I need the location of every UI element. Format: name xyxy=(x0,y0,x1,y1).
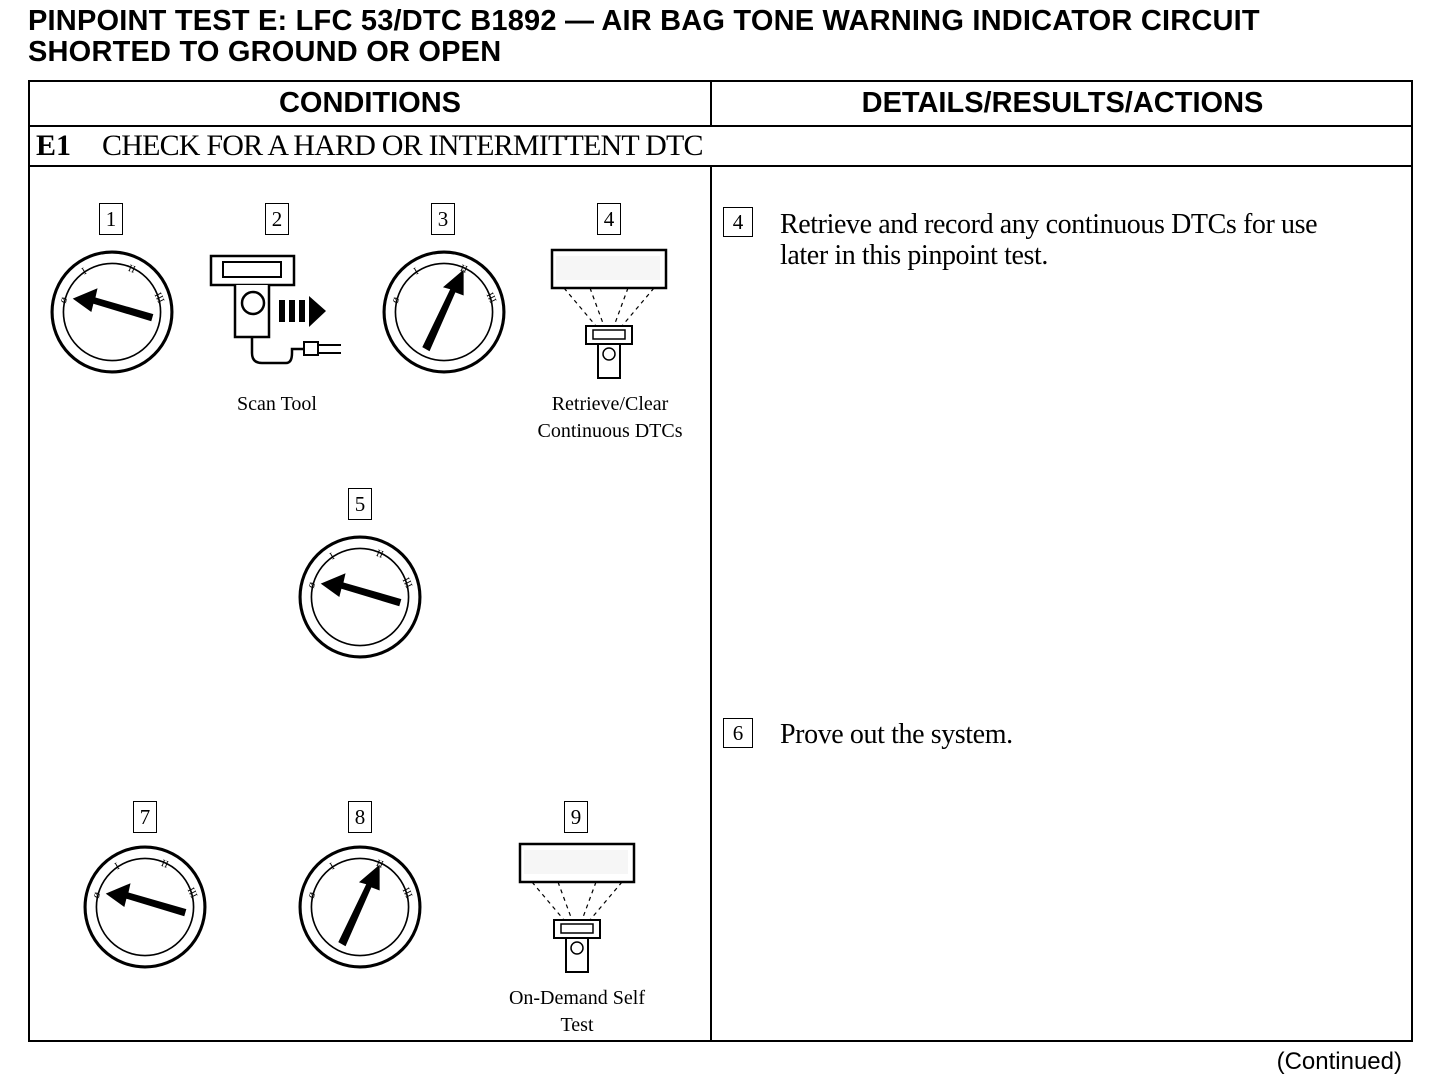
action-4-line-2: later in this pinpoint test. xyxy=(780,240,1048,271)
caption-retrieve-clear: Retrieve/Clear Continuous DTCs xyxy=(520,391,700,445)
step-number-3: 3 xyxy=(431,203,455,235)
step-title: CHECK FOR A HARD OR INTERMITTENT DTC xyxy=(102,129,703,162)
ignition-switch-run-icon xyxy=(382,250,506,374)
action-number-4: 4 xyxy=(723,207,753,237)
action-4-line-1: Retrieve and record any continuous DTCs … xyxy=(780,209,1318,240)
ignition-switch-off-icon xyxy=(50,250,174,374)
header-rule xyxy=(30,125,1411,127)
page-title: PINPOINT TEST E: LFC 53/DTC B1892 — AIR … xyxy=(28,6,1260,68)
caption-on-demand: On-Demand Self Test xyxy=(487,985,667,1039)
pinpoint-table: CONDITIONS DETAILS/RESULTS/ACTIONS E1 CH… xyxy=(28,80,1413,1042)
step-number-2: 2 xyxy=(265,203,289,235)
step-id: E1 xyxy=(36,129,72,162)
ignition-switch-run-icon xyxy=(298,845,422,969)
details-header: DETAILS/RESULTS/ACTIONS xyxy=(861,87,1264,119)
title-line-2: SHORTED TO GROUND OR OPEN xyxy=(28,36,502,68)
caption-ondemand-line-2: Test xyxy=(560,1014,594,1036)
scan-tool-connect-icon xyxy=(209,254,341,365)
action-number-6: 6 xyxy=(723,718,753,748)
step-number-8: 8 xyxy=(348,801,372,833)
caption-retrieve-line-2: Continuous DTCs xyxy=(537,420,683,442)
action-6-text: Prove out the system. xyxy=(780,719,1013,750)
action-6-line-1: Prove out the system. xyxy=(780,719,1013,750)
caption-scan-tool: Scan Tool xyxy=(237,393,317,415)
step-number-4: 4 xyxy=(597,203,621,235)
step-rule xyxy=(30,165,1411,167)
ignition-switch-off-icon xyxy=(83,845,207,969)
caption-ondemand-line-1: On-Demand Self xyxy=(508,987,646,1009)
step-number-9: 9 xyxy=(564,801,588,833)
ignition-switch-off-icon xyxy=(298,535,422,659)
action-4-text: Retrieve and record any continuous DTCs … xyxy=(780,209,1318,271)
header-divider xyxy=(710,82,712,125)
step-number-5: 5 xyxy=(348,488,372,520)
step-number-7: 7 xyxy=(133,801,157,833)
column-divider xyxy=(710,167,712,1042)
continued-label: (Continued) xyxy=(1276,1048,1402,1075)
scan-tool-display-icon xyxy=(550,248,668,380)
conditions-header: CONDITIONS xyxy=(278,87,462,119)
step-row: E1 CHECK FOR A HARD OR INTERMITTENT DTC xyxy=(30,127,1411,165)
title-line-1: PINPOINT TEST E: LFC 53/DTC B1892 — AIR … xyxy=(28,5,1260,37)
caption-retrieve-line-1: Retrieve/Clear xyxy=(551,393,669,415)
scan-tool-display-icon xyxy=(518,842,636,974)
step-number-1: 1 xyxy=(99,203,123,235)
